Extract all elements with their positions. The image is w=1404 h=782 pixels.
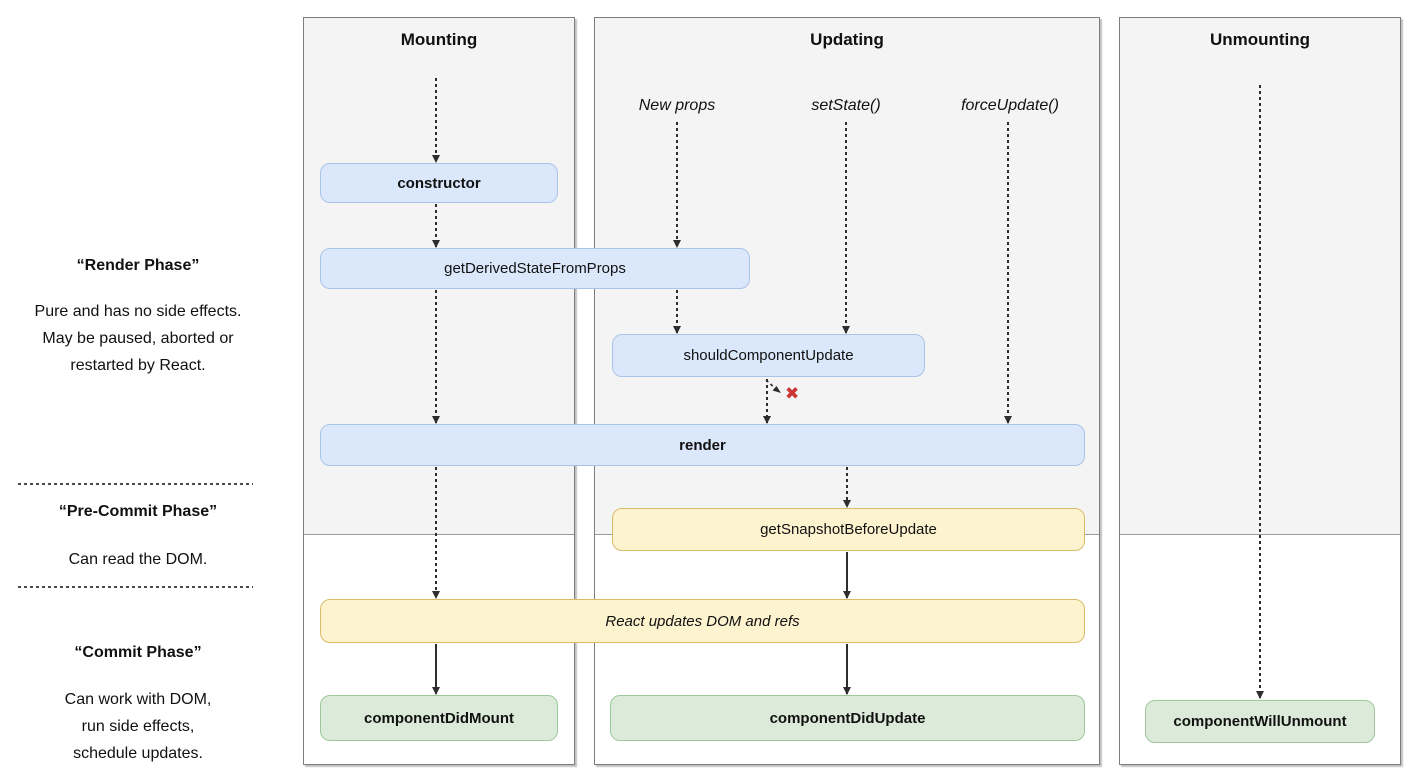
arrow-set-state-to-scu <box>845 122 847 333</box>
trigger-force-update: forceUpdate() <box>961 97 1059 114</box>
arrow-force-update-to-render <box>1007 122 1009 423</box>
box-get-derived-state-from-props: getDerivedStateFromProps <box>320 248 750 289</box>
phase-title-render: “Render Phase” <box>76 257 200 274</box>
arrow-render-to-gsbu <box>846 467 848 507</box>
column-title-unmounting: Unmounting <box>1209 30 1311 49</box>
box-component-will-unmount: componentWillUnmount <box>1145 700 1375 743</box>
box-should-component-update: shouldComponentUpdate <box>612 334 925 377</box>
arrow-unmounting-to-will-unmount <box>1259 85 1261 698</box>
phase-title-pre-commit: “Pre-Commit Phase” <box>58 503 218 520</box>
phase-title-commit: “Commit Phase” <box>74 644 202 661</box>
arrow-gdsfp-to-scu <box>676 290 678 333</box>
phase-desc-commit-line2: run side effects, <box>81 718 195 735</box>
skip-update-cross-icon: ✖ <box>785 384 800 403</box>
phase-desc-render-line3: restarted by React. <box>70 357 206 374</box>
arrow-render-to-dom-update-mounting <box>435 467 437 598</box>
box-render: render <box>320 424 1085 466</box>
phase-desc-render-line2: May be paused, aborted or <box>42 330 234 347</box>
arrow-mounting-to-constructor <box>435 78 437 162</box>
phase-desc-pre-commit: Can read the DOM. <box>68 551 208 568</box>
arrow-dom-update-to-did-update <box>846 644 848 694</box>
phase-desc-render-line1: Pure and has no side effects. <box>34 303 242 320</box>
skip-branch-arrow <box>765 379 781 393</box>
box-get-snapshot-before-update: getSnapshotBeforeUpdate <box>612 508 1085 551</box>
phase-desc-render: Pure and has no side effects. May be pau… <box>0 298 276 379</box>
arrow-gdsfp-to-render <box>435 290 437 423</box>
phase-desc-commit: Can work with DOM, run side effects, sch… <box>0 686 276 767</box>
phase-divider-top <box>18 483 253 485</box>
arrow-dom-update-to-did-mount <box>435 644 437 694</box>
column-title-mounting: Mounting <box>400 30 478 49</box>
arrow-new-props-to-gdsfp <box>676 122 678 247</box>
arrow-constructor-to-gdsfp <box>435 204 437 247</box>
phase-desc-commit-line3: schedule updates. <box>73 745 203 762</box>
box-component-did-update: componentDidUpdate <box>610 695 1085 741</box>
box-react-updates-dom: React updates DOM and refs <box>320 599 1085 643</box>
trigger-new-props: New props <box>638 97 716 114</box>
panel-mounting <box>303 17 575 765</box>
box-component-did-mount: componentDidMount <box>320 695 558 741</box>
arrow-gsbu-to-dom-update <box>846 552 848 598</box>
box-constructor: constructor <box>320 163 558 203</box>
arrow-scu-to-render <box>766 379 768 423</box>
column-title-updating: Updating <box>810 30 884 49</box>
trigger-set-state: setState() <box>811 97 881 114</box>
phase-desc-commit-line1: Can work with DOM, <box>64 691 212 708</box>
phase-divider-bottom <box>18 586 253 588</box>
